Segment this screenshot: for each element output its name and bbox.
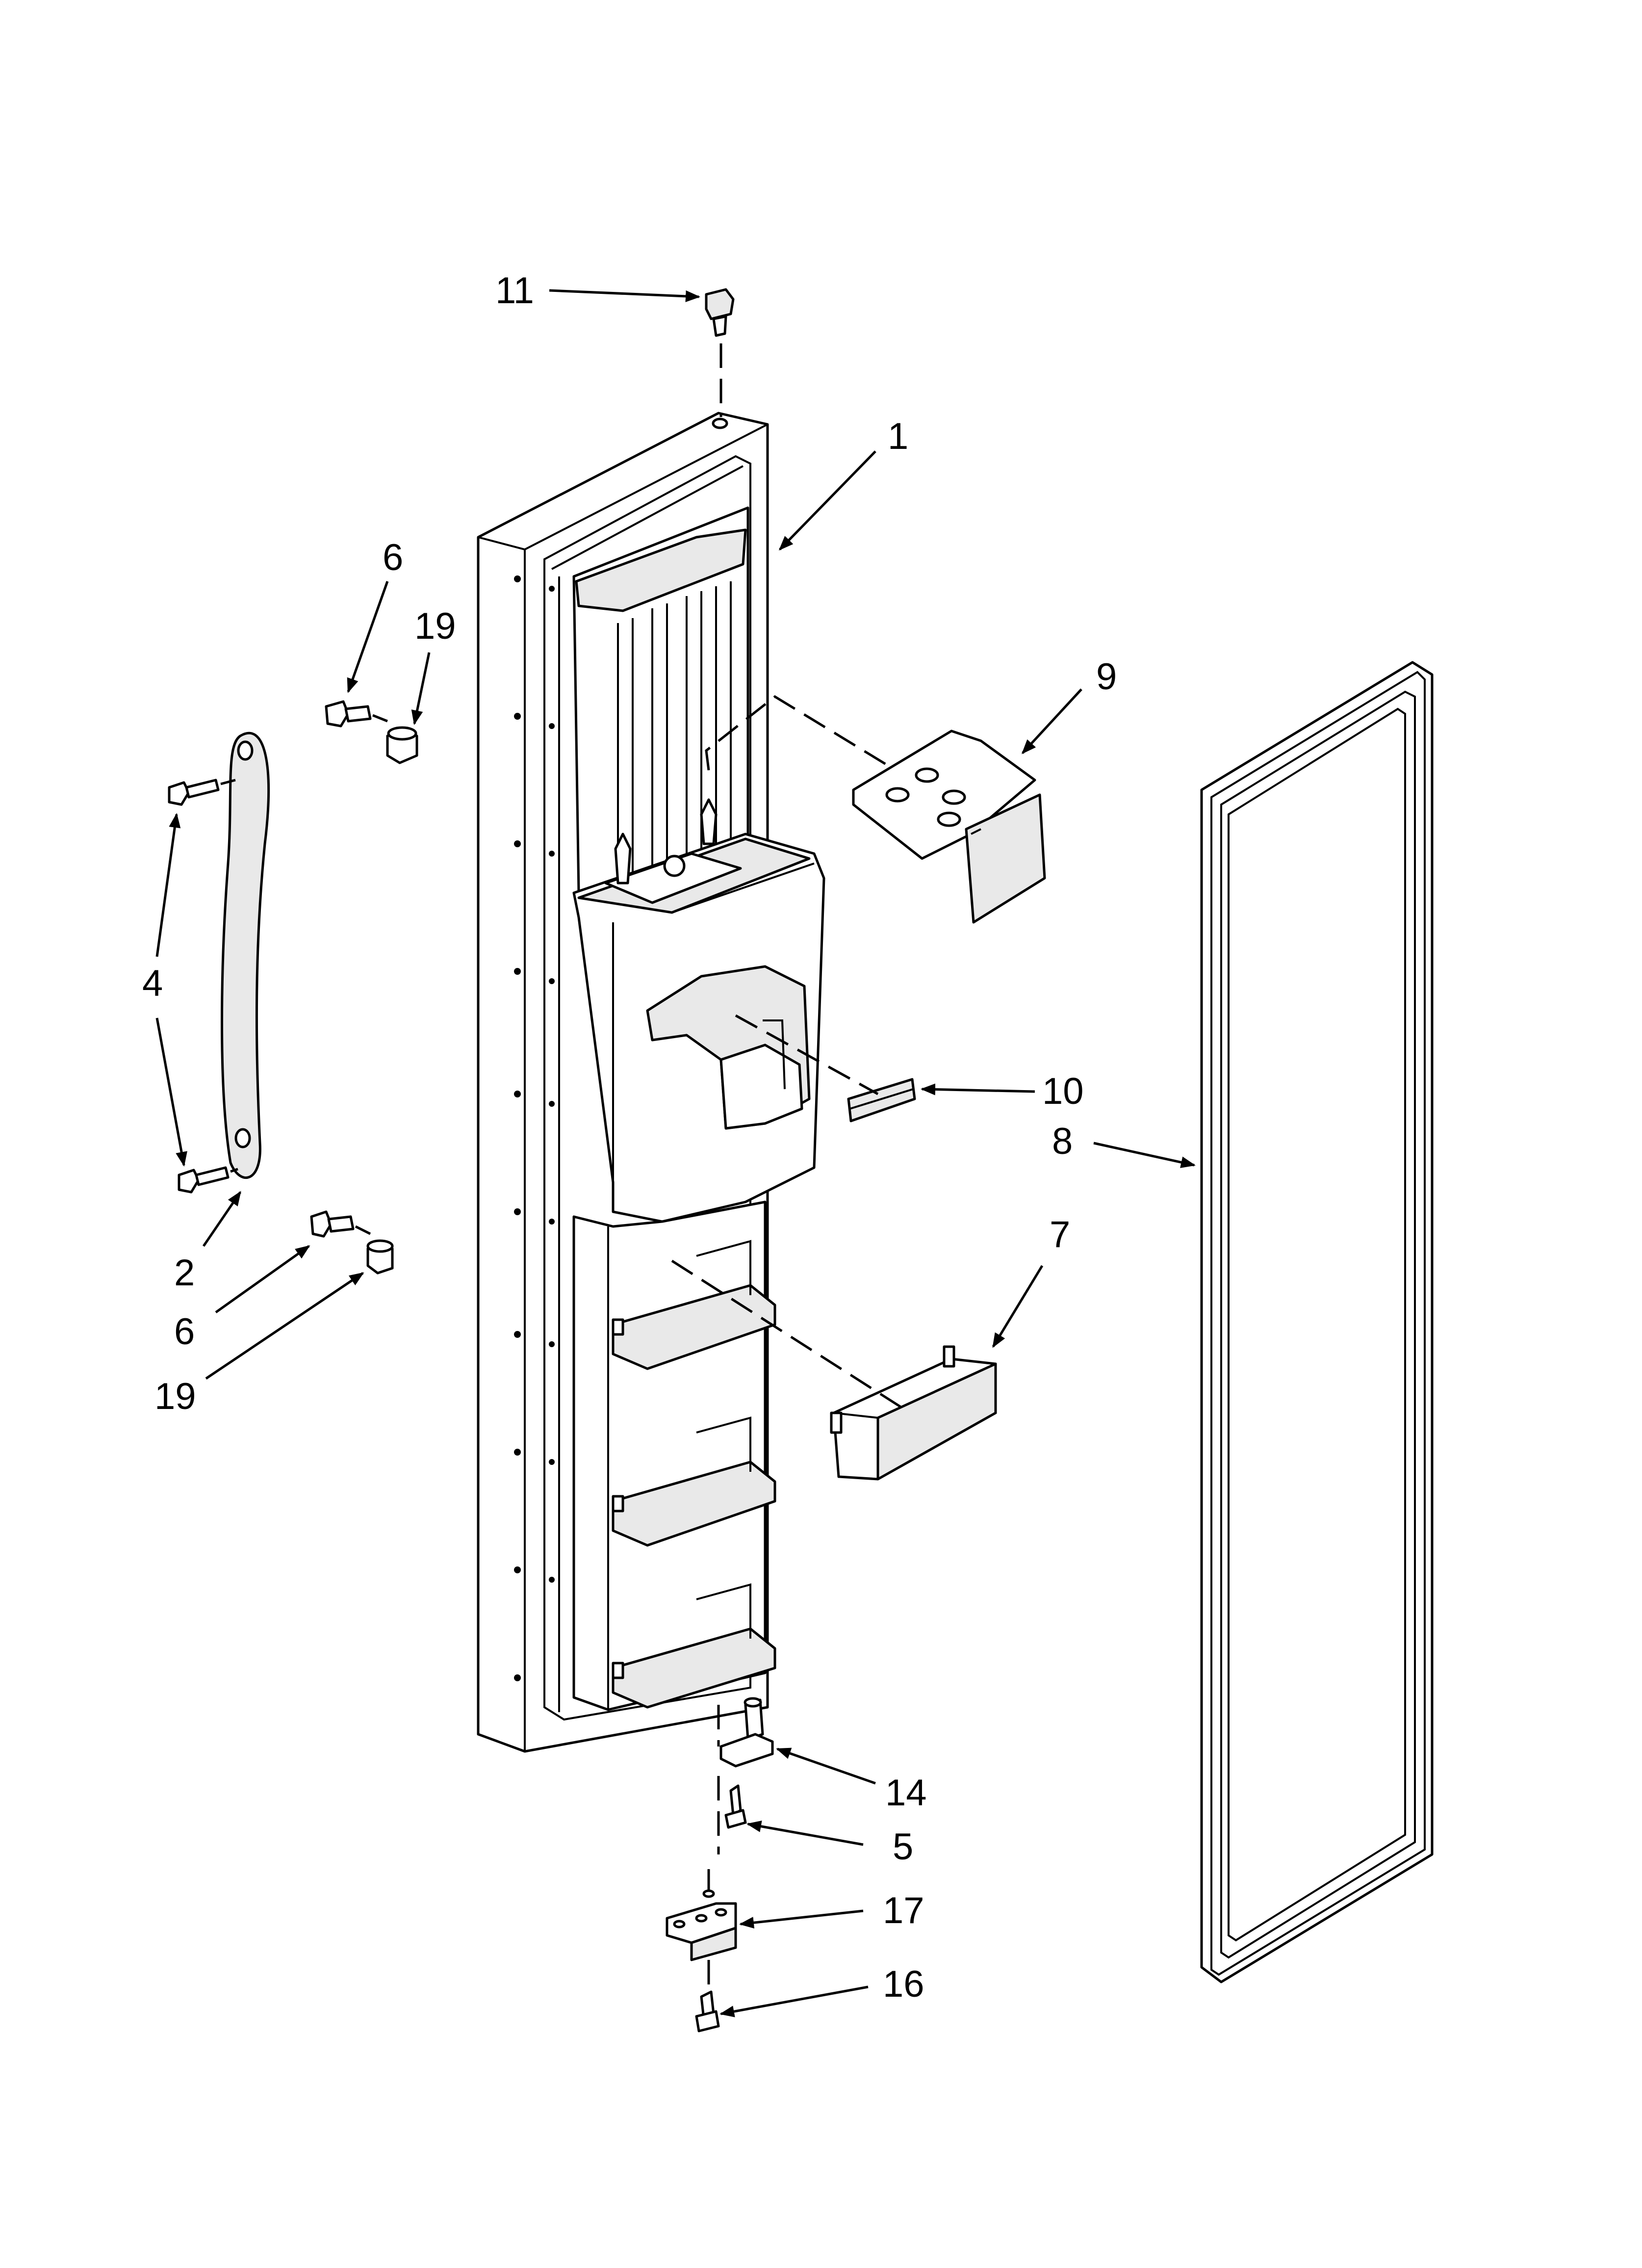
door-shelves bbox=[612, 1240, 776, 1709]
hinge-screw bbox=[724, 1784, 747, 1829]
callout-14: 14 bbox=[885, 1772, 927, 1814]
top-hinge-bushing bbox=[705, 288, 735, 337]
callout-11: 11 bbox=[495, 270, 534, 312]
callout-19-upper: 19 bbox=[414, 605, 456, 647]
leader-lines bbox=[155, 289, 1196, 2017]
door-screw-holes bbox=[514, 575, 555, 1681]
dispenser-pad-strip bbox=[847, 1078, 916, 1122]
dispenser-cover-plate bbox=[852, 730, 1046, 924]
callout-17: 17 bbox=[883, 1890, 924, 1931]
dispenser-knob bbox=[663, 855, 686, 877]
callout-16: 16 bbox=[883, 1963, 924, 2005]
callout-labels: 11 1 6 19 9 4 10 8 2 7 6 19 14 5 17 16 bbox=[142, 270, 1117, 2005]
bottom-hinge-pin bbox=[719, 1697, 774, 1768]
callout-5: 5 bbox=[893, 1826, 913, 1868]
callout-19-lower: 19 bbox=[154, 1376, 196, 1417]
callout-6-upper: 6 bbox=[383, 537, 403, 578]
callout-1: 1 bbox=[888, 416, 908, 457]
door-bin bbox=[830, 1345, 997, 1481]
bottom-hinge-bracket bbox=[666, 1889, 737, 1961]
hinge-hole bbox=[712, 417, 728, 429]
door-handle bbox=[221, 731, 270, 1179]
callout-7: 7 bbox=[1050, 1214, 1070, 1255]
handle-spacer-lower bbox=[366, 1239, 394, 1275]
handle-stud-upper bbox=[325, 700, 372, 728]
bracket-screw bbox=[695, 1990, 720, 2033]
callout-9: 9 bbox=[1096, 656, 1117, 698]
callout-10: 10 bbox=[1042, 1070, 1084, 1112]
callout-8: 8 bbox=[1052, 1121, 1073, 1162]
callout-2: 2 bbox=[174, 1252, 195, 1294]
handle-stud-lower bbox=[310, 1210, 355, 1238]
handle-screw-bottom bbox=[178, 1166, 230, 1194]
callout-4: 4 bbox=[142, 963, 163, 1004]
door-gasket bbox=[1200, 661, 1434, 1983]
handle-screw-top bbox=[168, 779, 220, 806]
callout-6-lower: 6 bbox=[174, 1311, 195, 1353]
freezer-door bbox=[477, 412, 825, 1753]
handle-spacer-upper bbox=[386, 726, 418, 764]
